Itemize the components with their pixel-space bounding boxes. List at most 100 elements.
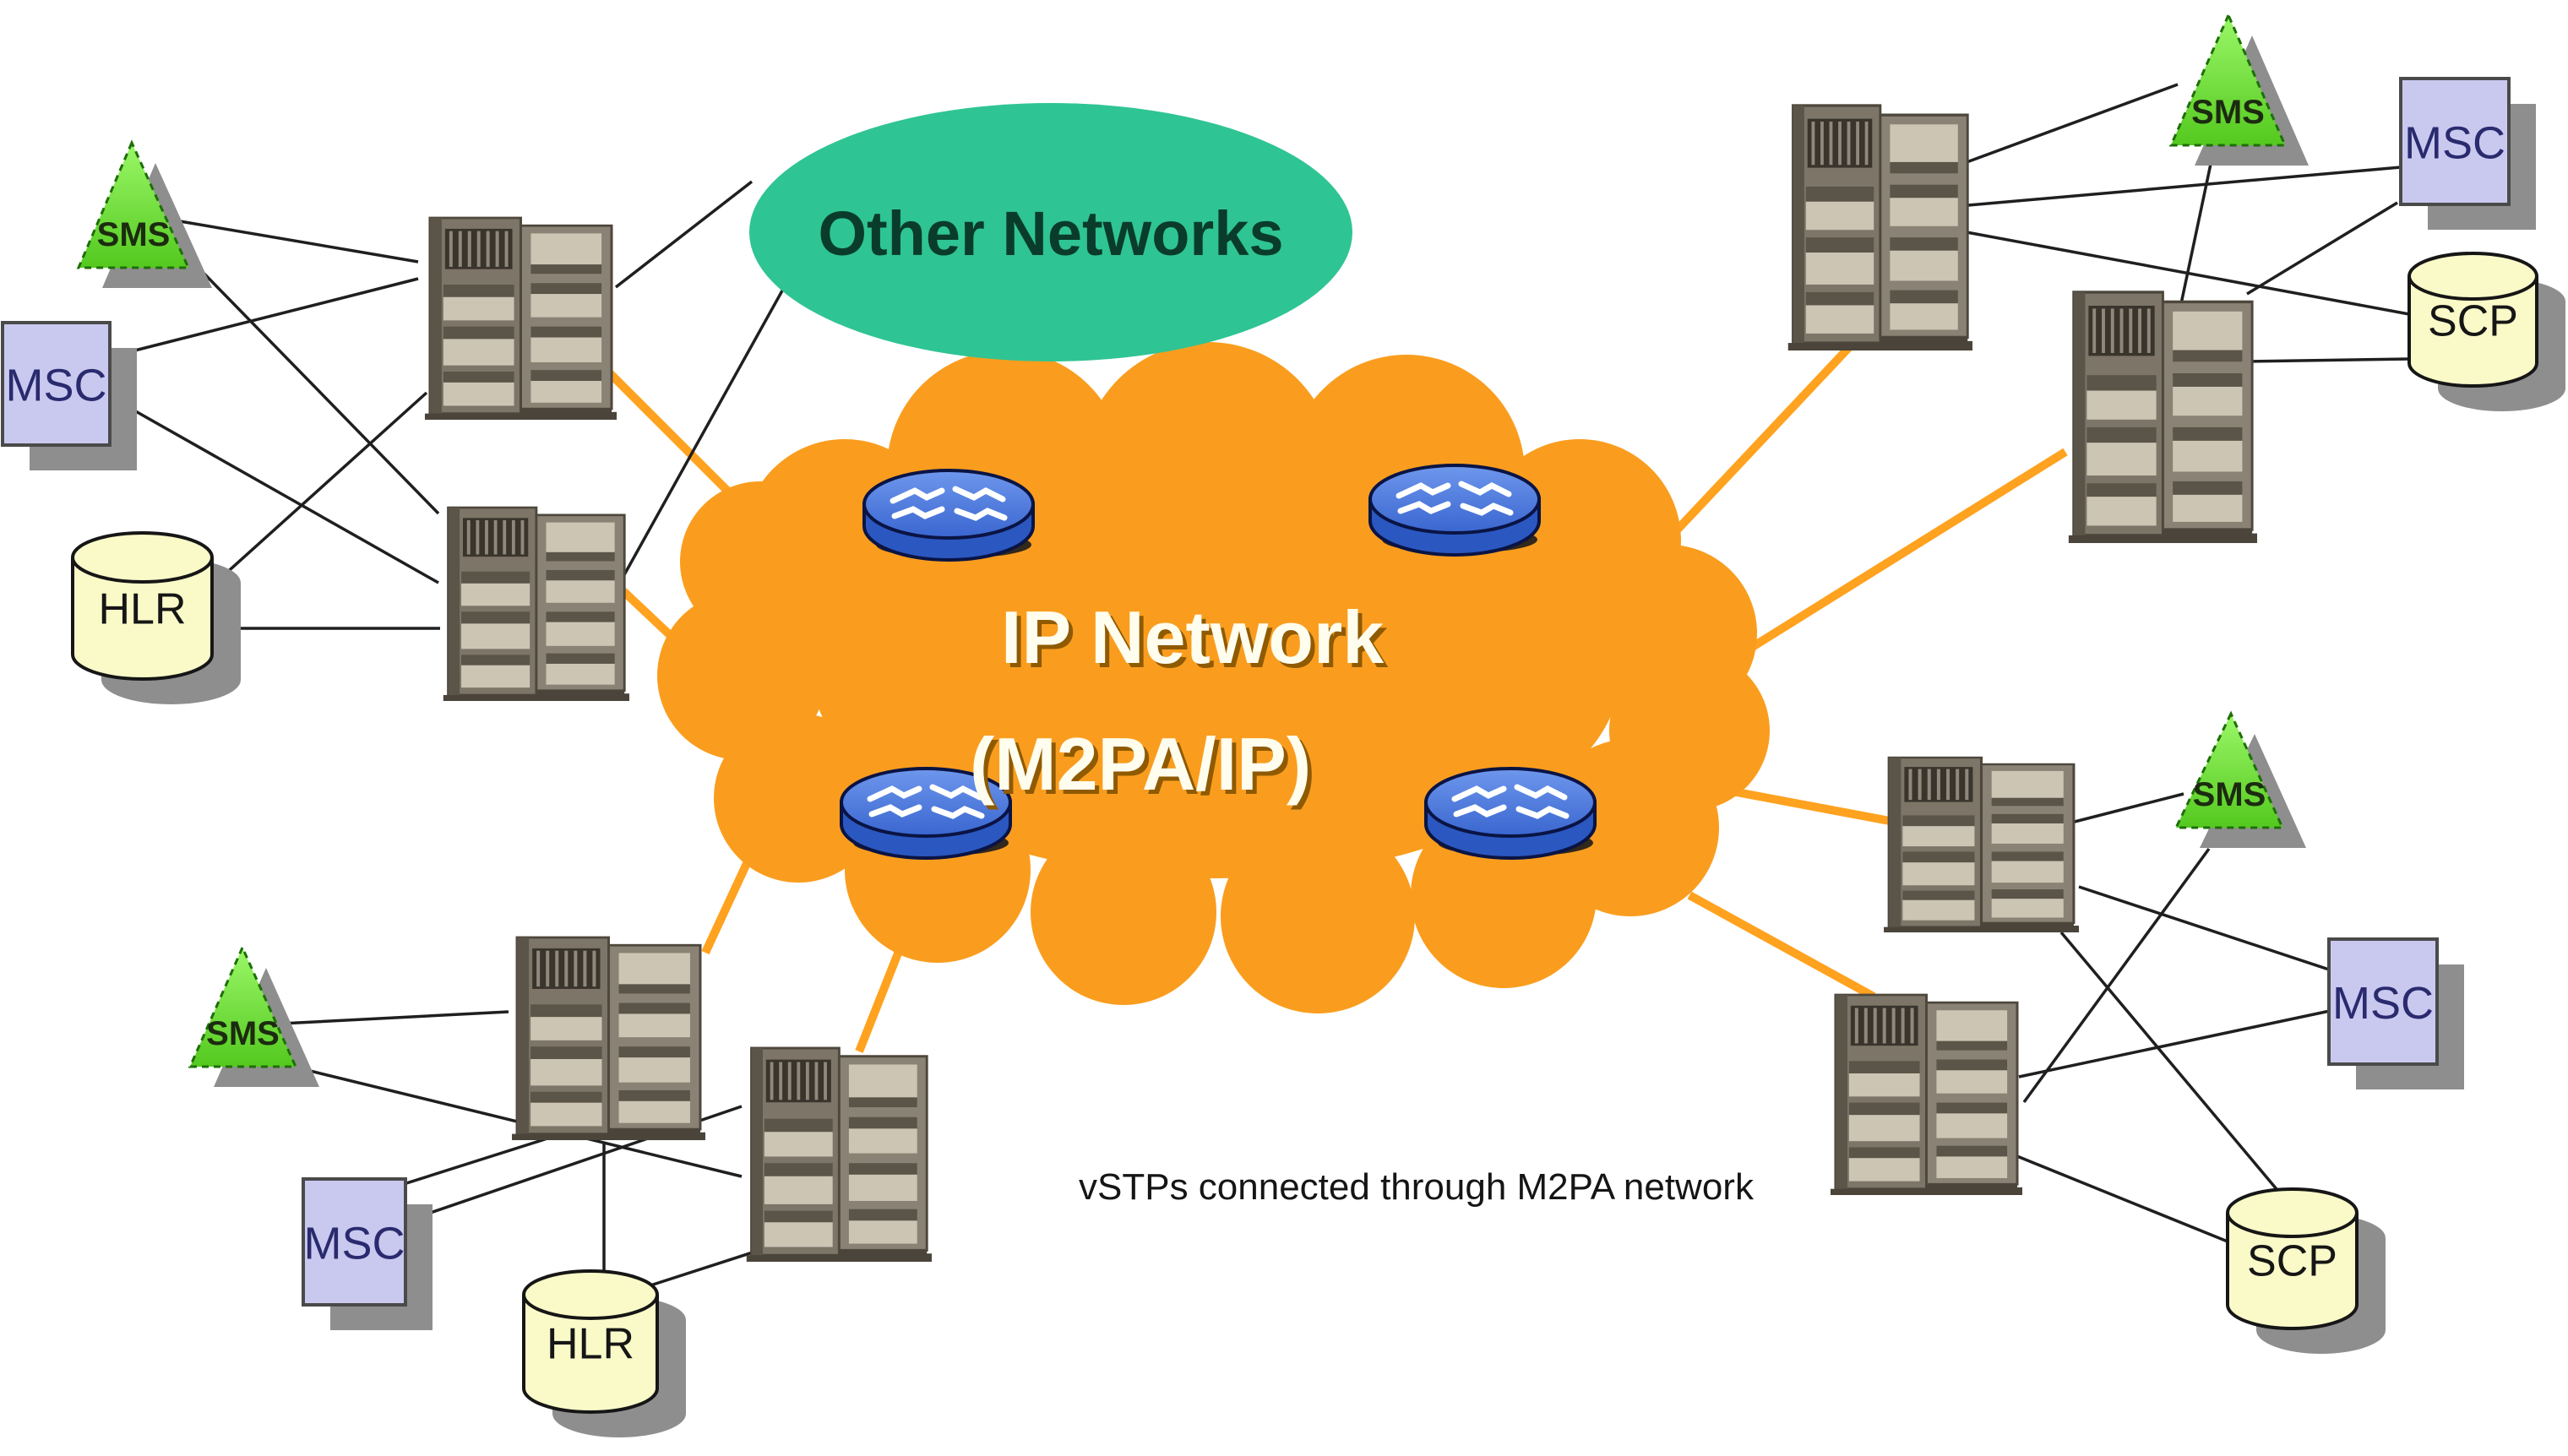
server-shelf-lip xyxy=(443,326,514,340)
server-grill-stripe xyxy=(1838,121,1842,166)
sms-bottom-right-icon: SMS xyxy=(2174,710,2306,848)
router-arrow-glyph xyxy=(1396,482,1451,499)
server-grill-stripe xyxy=(1965,769,1969,801)
signaling-link-line xyxy=(2242,357,2410,363)
server-grill-stripe xyxy=(520,519,525,555)
vstp-bottom-left-b-icon xyxy=(746,1046,932,1262)
signaling-link-line xyxy=(2246,201,2398,296)
server-base xyxy=(520,409,612,416)
router-top-right-icon xyxy=(1368,464,1541,557)
router-arrow-glyph xyxy=(890,487,945,504)
server-shelf-panel xyxy=(618,1013,690,1038)
server-shelf-panel xyxy=(530,1102,602,1127)
server-grill-stripe xyxy=(1936,769,1940,801)
server-grill-stripe xyxy=(486,231,490,267)
server-shelf-lip xyxy=(1805,237,1874,253)
diagram-caption: vSTPs connected through M2PA network xyxy=(1079,1166,1755,1208)
server-shelf-panel xyxy=(461,623,530,649)
vstp-bottom-left-a-icon xyxy=(512,936,705,1140)
signaling-link-line xyxy=(280,1010,509,1025)
cloud-label-line2: (M2PA/IP) xyxy=(970,722,1311,806)
server-shelf-panel xyxy=(618,1100,690,1123)
signaling-link-line xyxy=(1967,166,2402,207)
server-shelf-lip xyxy=(848,1097,917,1108)
server-shelf-lip xyxy=(530,283,602,295)
server-grill-stripe xyxy=(466,519,471,555)
router-arrow-glyph xyxy=(1515,806,1570,819)
sms-triangle xyxy=(2168,12,2288,147)
server-shelf-panel xyxy=(530,233,602,265)
db-cylinder-body xyxy=(2408,276,2538,388)
server-shelf-lip xyxy=(1890,237,1958,251)
server-base xyxy=(424,413,521,420)
server-grill-stripe xyxy=(1856,121,1859,166)
vstp-bottom-right-b-icon xyxy=(1830,993,2022,1195)
server-shelf-lip xyxy=(461,571,530,584)
server-grill-stripe xyxy=(824,1062,827,1100)
msc-square xyxy=(2399,77,2511,206)
server-shelf-panel xyxy=(2173,386,2243,416)
msc-square xyxy=(302,1177,407,1307)
server-shelf-panel xyxy=(1991,823,2064,844)
server-shelf-lip xyxy=(618,1002,690,1014)
server-shelf-lip xyxy=(2086,426,2157,443)
msc-bottom-right-icon: MSC xyxy=(2327,937,2464,1089)
router-top xyxy=(1368,464,1541,535)
server-grill-stripe xyxy=(1829,121,1833,166)
signaling-link-line xyxy=(2008,1151,2228,1243)
server-shelf-lip xyxy=(546,653,615,664)
server-grill-stripe xyxy=(495,231,499,267)
server-shelf-panel xyxy=(2086,497,2157,526)
server-cabinet-edge xyxy=(1889,758,1902,927)
server-grill-stripe xyxy=(493,519,498,555)
router-arrow-glyph xyxy=(867,785,922,802)
server-grill-stripe xyxy=(574,950,578,987)
signaling-link-line xyxy=(2174,151,2215,329)
signaling-link-line xyxy=(1952,228,2410,316)
server-shelf-lip xyxy=(546,611,615,622)
server-shelf-panel xyxy=(530,1017,602,1040)
msc-label: MSC xyxy=(2332,978,2434,1029)
server-base-shadow xyxy=(758,1253,932,1262)
signaling-link-line xyxy=(179,220,419,263)
signaling-link-line xyxy=(204,391,428,593)
server-shelf-panel xyxy=(461,665,530,688)
server-shelf-panel xyxy=(1902,826,1975,847)
sms-triangle xyxy=(76,139,191,269)
hlr-bottom-left-icon: HLR xyxy=(522,1269,686,1437)
server-shelf-panel xyxy=(1848,1073,1920,1097)
server-grill-stripe xyxy=(485,519,488,555)
server-grill-stripe xyxy=(503,519,507,555)
router-top xyxy=(1424,767,1597,838)
server-shelf-lip xyxy=(2173,372,2243,387)
server-grill-stripe xyxy=(564,950,569,987)
vstp-top-left-b-icon xyxy=(443,506,629,701)
server-shelf-panel xyxy=(1902,862,1975,886)
vstp-top-right-b-icon xyxy=(2068,291,2257,543)
server-base xyxy=(1830,1188,1927,1195)
server-grill-stripe xyxy=(787,1062,792,1100)
server-base xyxy=(1787,343,1880,350)
server-grill-stripe xyxy=(1863,1008,1868,1044)
server-cabinet-edge xyxy=(1793,106,1804,344)
server-grill-stripe xyxy=(1918,769,1922,801)
router-arrow-glyph xyxy=(929,784,983,801)
msc-top-left-icon: MSC xyxy=(1,321,137,470)
signaling-link-line xyxy=(650,1248,761,1287)
other-networks-label: Other Networks xyxy=(818,198,1283,269)
server-base-shadow xyxy=(454,693,629,701)
server-shelf-panel xyxy=(1936,1156,2008,1178)
server-shelf-panel xyxy=(1991,861,2064,883)
server-grill-stripe xyxy=(779,1062,783,1100)
server-base xyxy=(536,690,625,697)
server-shelf-lip xyxy=(2173,481,2243,495)
server-shelf-lip xyxy=(2086,483,2157,497)
router-arrow-glyph xyxy=(952,486,1006,503)
server-shelf-lip xyxy=(1848,1102,1920,1116)
server-shelf-panel xyxy=(2173,440,2243,472)
server-shelf-panel xyxy=(443,339,514,366)
server-shelf-lip xyxy=(764,1163,833,1176)
cloud-label-line2-shadow: (M2PA/IP) xyxy=(974,726,1315,810)
